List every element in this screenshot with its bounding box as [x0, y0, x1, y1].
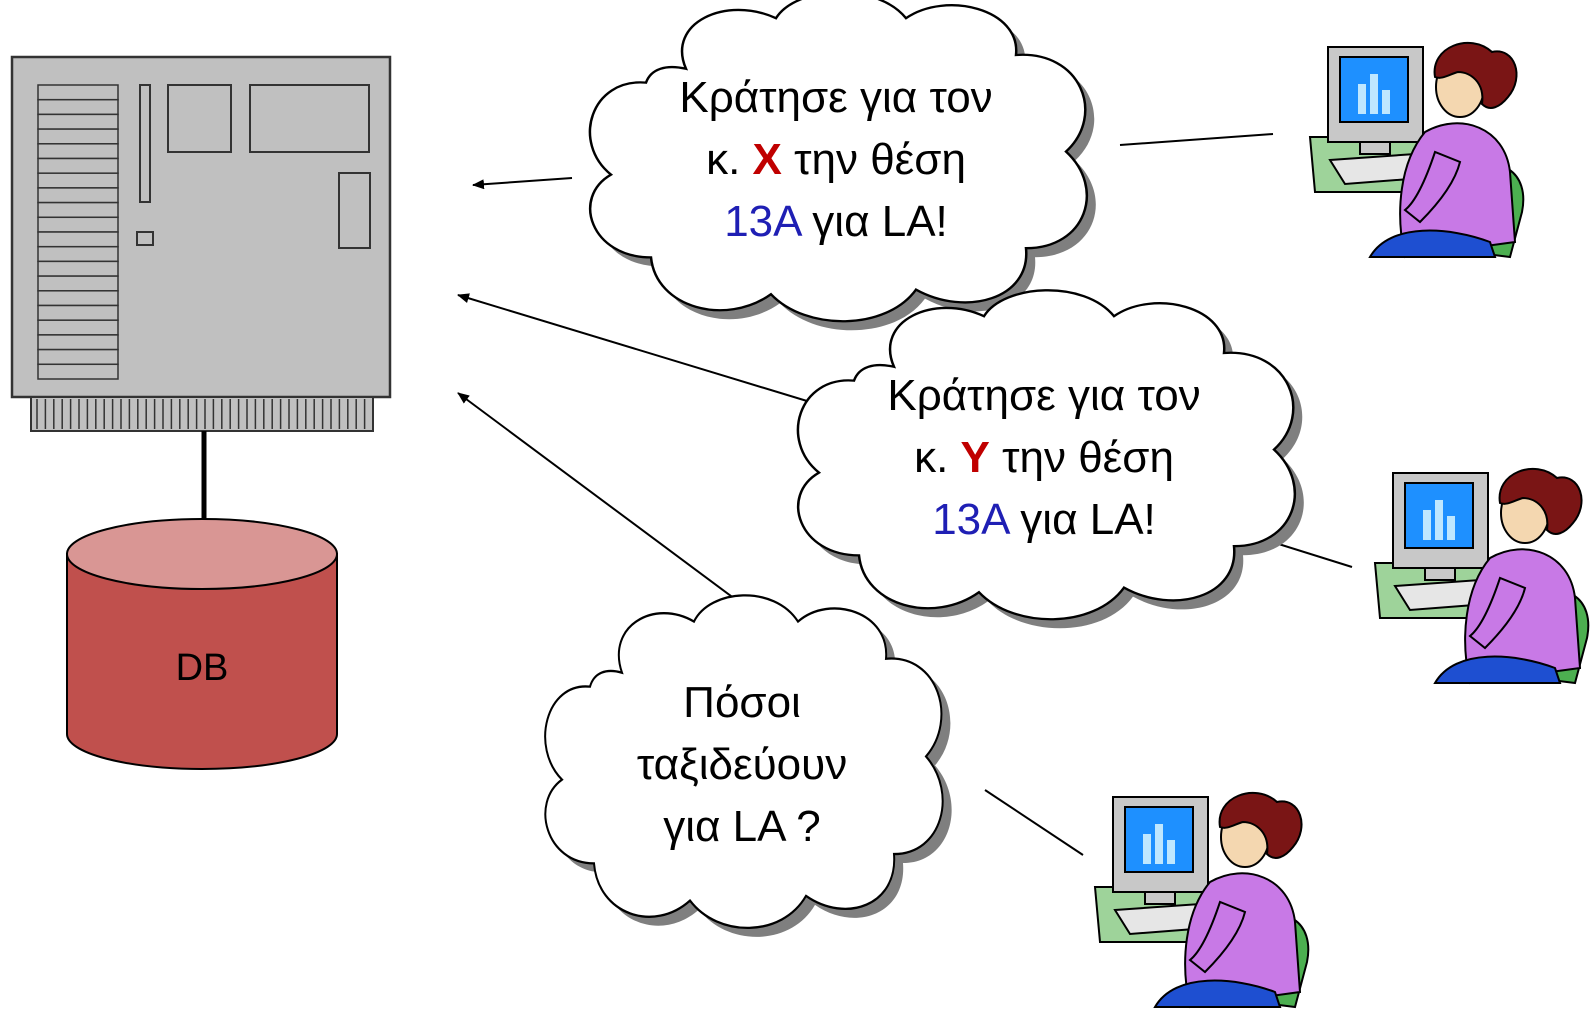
arrow-request-2 — [457, 293, 831, 409]
cloud-text-segment: κ. — [914, 433, 960, 482]
drive-slot — [37, 84, 119, 101]
cloud-text-segment: Χ — [753, 135, 782, 184]
drive-slot — [37, 363, 119, 380]
drive-slot — [37, 216, 119, 233]
server — [10, 55, 392, 432]
cloud-text-segment: την θέση — [990, 433, 1174, 482]
cloud-text-segment: Πόσοι — [683, 678, 801, 727]
cloud-text-segment: 13Α — [932, 495, 1011, 544]
drive-slot — [37, 231, 119, 248]
drive-slot — [37, 319, 119, 336]
server-drive-stack — [37, 84, 119, 380]
speech-cloud-1: Κράτησε για τον κ. Χ την θέση 13Α για LA! — [588, 0, 1096, 331]
speech-cloud-3: Πόσοι ταξιδεύουν για LA ? — [544, 594, 952, 937]
drive-slot — [37, 260, 119, 277]
database-cylinder: DB — [66, 518, 338, 770]
woman-at-computer-icon — [1309, 41, 1525, 258]
drive-slot — [37, 187, 119, 204]
woman-at-computer-icon — [1374, 467, 1590, 684]
arrow-request-1 — [472, 177, 573, 190]
client-link-3 — [984, 789, 1084, 856]
drive-slot — [37, 128, 119, 145]
server-pins — [36, 399, 366, 429]
drive-slot — [37, 172, 119, 189]
drive-slot — [37, 348, 119, 366]
cloud-text-segment: για LA! — [800, 197, 948, 246]
cloud-text-segment: 13Α — [724, 197, 803, 246]
drive-slot — [37, 304, 119, 321]
drive-slot — [37, 275, 119, 292]
drive-slot — [37, 245, 119, 263]
cloud-text-segment: για LA ? — [663, 802, 821, 851]
drive-slot — [37, 157, 119, 174]
drive-slot — [37, 290, 119, 307]
cloud-text-segment: ταξιδεύουν — [637, 740, 847, 789]
database-label: DB — [176, 647, 229, 689]
drive-slot — [37, 143, 119, 160]
client-link-1 — [1119, 133, 1274, 146]
cloud-text-segment: την θέση — [782, 135, 966, 184]
cloud-text-segment: κ. — [706, 135, 752, 184]
cloud-text-segment: Κράτησε για τον — [679, 73, 992, 122]
woman-at-computer-icon — [1094, 791, 1310, 1008]
cloud-text-segment: Κράτησε για τον — [887, 371, 1200, 420]
speech-cloud-2: Κράτησε για τον κ. Υ την θέση 13Α για LA! — [796, 289, 1304, 629]
drive-slot — [37, 201, 119, 219]
drive-slot — [37, 98, 119, 116]
drive-slot — [37, 334, 119, 351]
cloud-text-segment: για LA! — [1008, 495, 1156, 544]
drive-slot — [37, 113, 119, 130]
cloud-text-segment: Υ — [961, 433, 990, 482]
